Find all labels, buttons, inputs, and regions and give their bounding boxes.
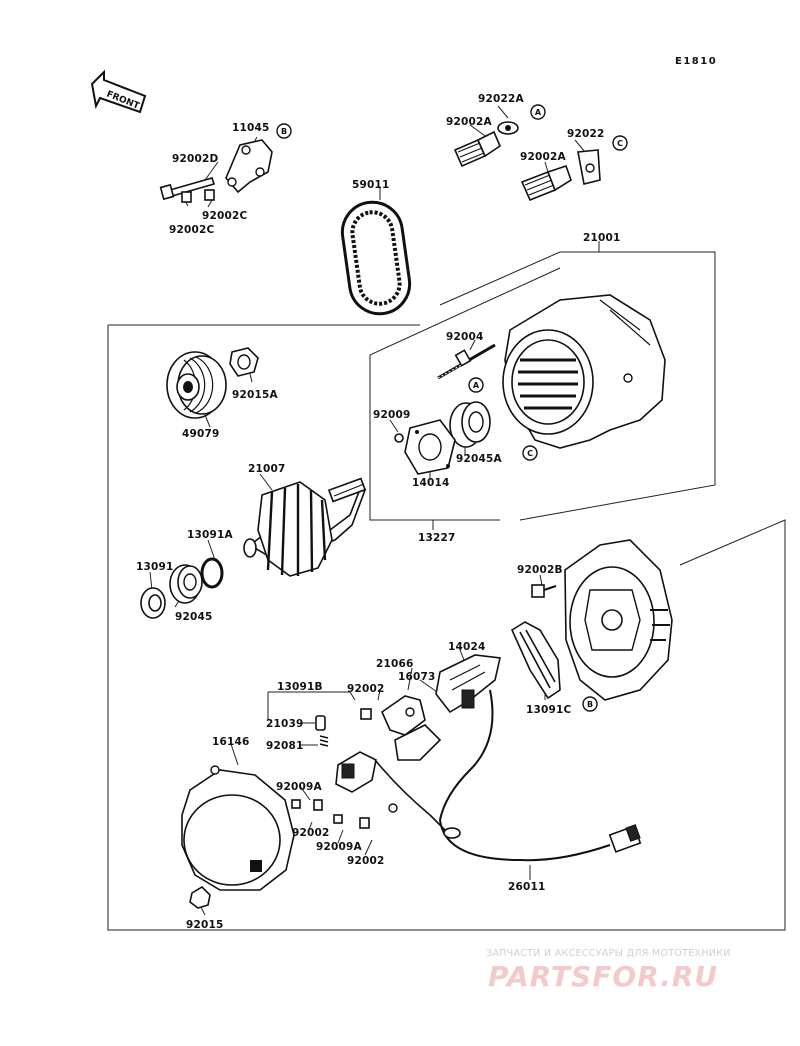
ring-13091A [200,557,224,589]
bearing-92045 [169,564,203,604]
label-13227: 13227 [418,532,456,544]
svg-text:C: C [617,139,623,148]
label-16146: 16146 [212,736,250,748]
label-26011: 26011 [508,881,546,893]
part-labels: 92022A 92002A 92022 92002A 11045 92002D … [136,93,621,931]
label-92002A-upper: 92002A [446,116,493,128]
front-housing-21001 [502,294,666,449]
bracket-11045 [225,139,273,194]
label-92002-lower: 92002 [347,855,385,867]
label-92002-mid: 92002 [292,827,330,839]
bearing-92045A [449,401,491,448]
callout-a-1: A [530,104,546,120]
label-92081: 92081 [266,740,304,752]
label-21007: 21007 [248,463,286,475]
label-13091C: 13091C [526,704,572,716]
screw-92002-lower [313,799,370,829]
pulley-49079 [166,351,227,419]
label-92002C-left: 92002C [169,224,215,236]
svg-text:C: C [527,449,533,458]
watermark-subtitle: ЗАПЧАСТИ И АКСЕССУАРЫ ДЛЯ МОТОТЕХНИКИ [486,948,731,959]
label-92009A-right: 92009A [316,841,363,853]
brush-holder-21066 [381,695,442,761]
bolt-92002A-lower [520,164,572,202]
label-92022A: 92022A [478,93,525,105]
nut-92015 [189,885,211,909]
label-92045: 92045 [175,611,213,623]
label-11045: 11045 [232,122,270,134]
svg-text:B: B [281,127,287,136]
brush-21039 [315,715,326,731]
rear-cover-16146 [181,765,295,891]
callout-b-1: B [276,123,292,139]
label-92045A: 92045A [456,453,503,465]
bolt-92002D [159,177,216,201]
label-92004: 92004 [446,331,484,343]
label-59011: 59011 [352,179,390,191]
bolt-92002C-pair [181,189,215,203]
regulator-14024 [435,654,501,714]
nut-92015A [229,347,259,377]
front-direction-arrow: FRONT [90,69,147,114]
callout-b-2: B [582,696,598,712]
callout-c-1: C [612,135,628,151]
diagram-reference-code: E1810 [675,56,717,67]
label-92002-upper: 92002 [347,683,385,695]
drive-belt-59011 [340,200,412,316]
svg-text:A: A [535,108,542,117]
label-92015A: 92015A [232,389,279,401]
screw-92002-upper [360,708,372,720]
label-92002D: 92002D [172,153,219,165]
label-92009: 92009 [373,409,411,421]
label-92002A-lower: 92002A [520,151,567,163]
rotor-21007 [243,477,367,577]
label-92002C-right: 92002C [202,210,248,222]
label-92002B: 92002B [517,564,563,576]
label-21039: 21039 [266,718,304,730]
label-13091: 13091 [136,561,174,573]
terminal-block [335,751,377,793]
label-14024: 14024 [448,641,486,653]
callout-a-2: A [468,377,484,393]
callout-c-2: C [522,445,538,461]
label-13091B: 13091B [277,681,323,693]
label-92009A-left: 92009A [276,781,323,793]
label-14014: 14014 [412,477,450,489]
watermark-brand: PARTSFOR.RU [488,960,719,993]
svg-text:B: B [587,700,593,709]
label-49079: 49079 [182,428,220,440]
label-92022: 92022 [567,128,605,140]
wire-harness-26011 [374,689,642,862]
through-bolt-92004 [437,343,496,380]
bolt-92002A-upper [453,121,519,168]
label-21066: 21066 [376,658,414,670]
seal-13091 [140,587,166,619]
retainer-plate-14014 [404,419,456,475]
label-16073: 16073 [398,671,436,683]
label-92015: 92015 [186,919,224,931]
bolt-92002B [531,584,557,598]
svg-text:A: A [473,381,480,390]
spring-92081 [319,735,329,747]
rectifier-13091C [510,621,561,700]
label-21001: 21001 [583,232,621,244]
bracket-92022 [577,149,601,185]
rear-housing [564,539,673,701]
assembly-frame-lines [107,241,786,931]
screw-92009A-pair [291,799,343,824]
screw-92009 [394,433,404,443]
label-13091A: 13091A [187,529,234,541]
